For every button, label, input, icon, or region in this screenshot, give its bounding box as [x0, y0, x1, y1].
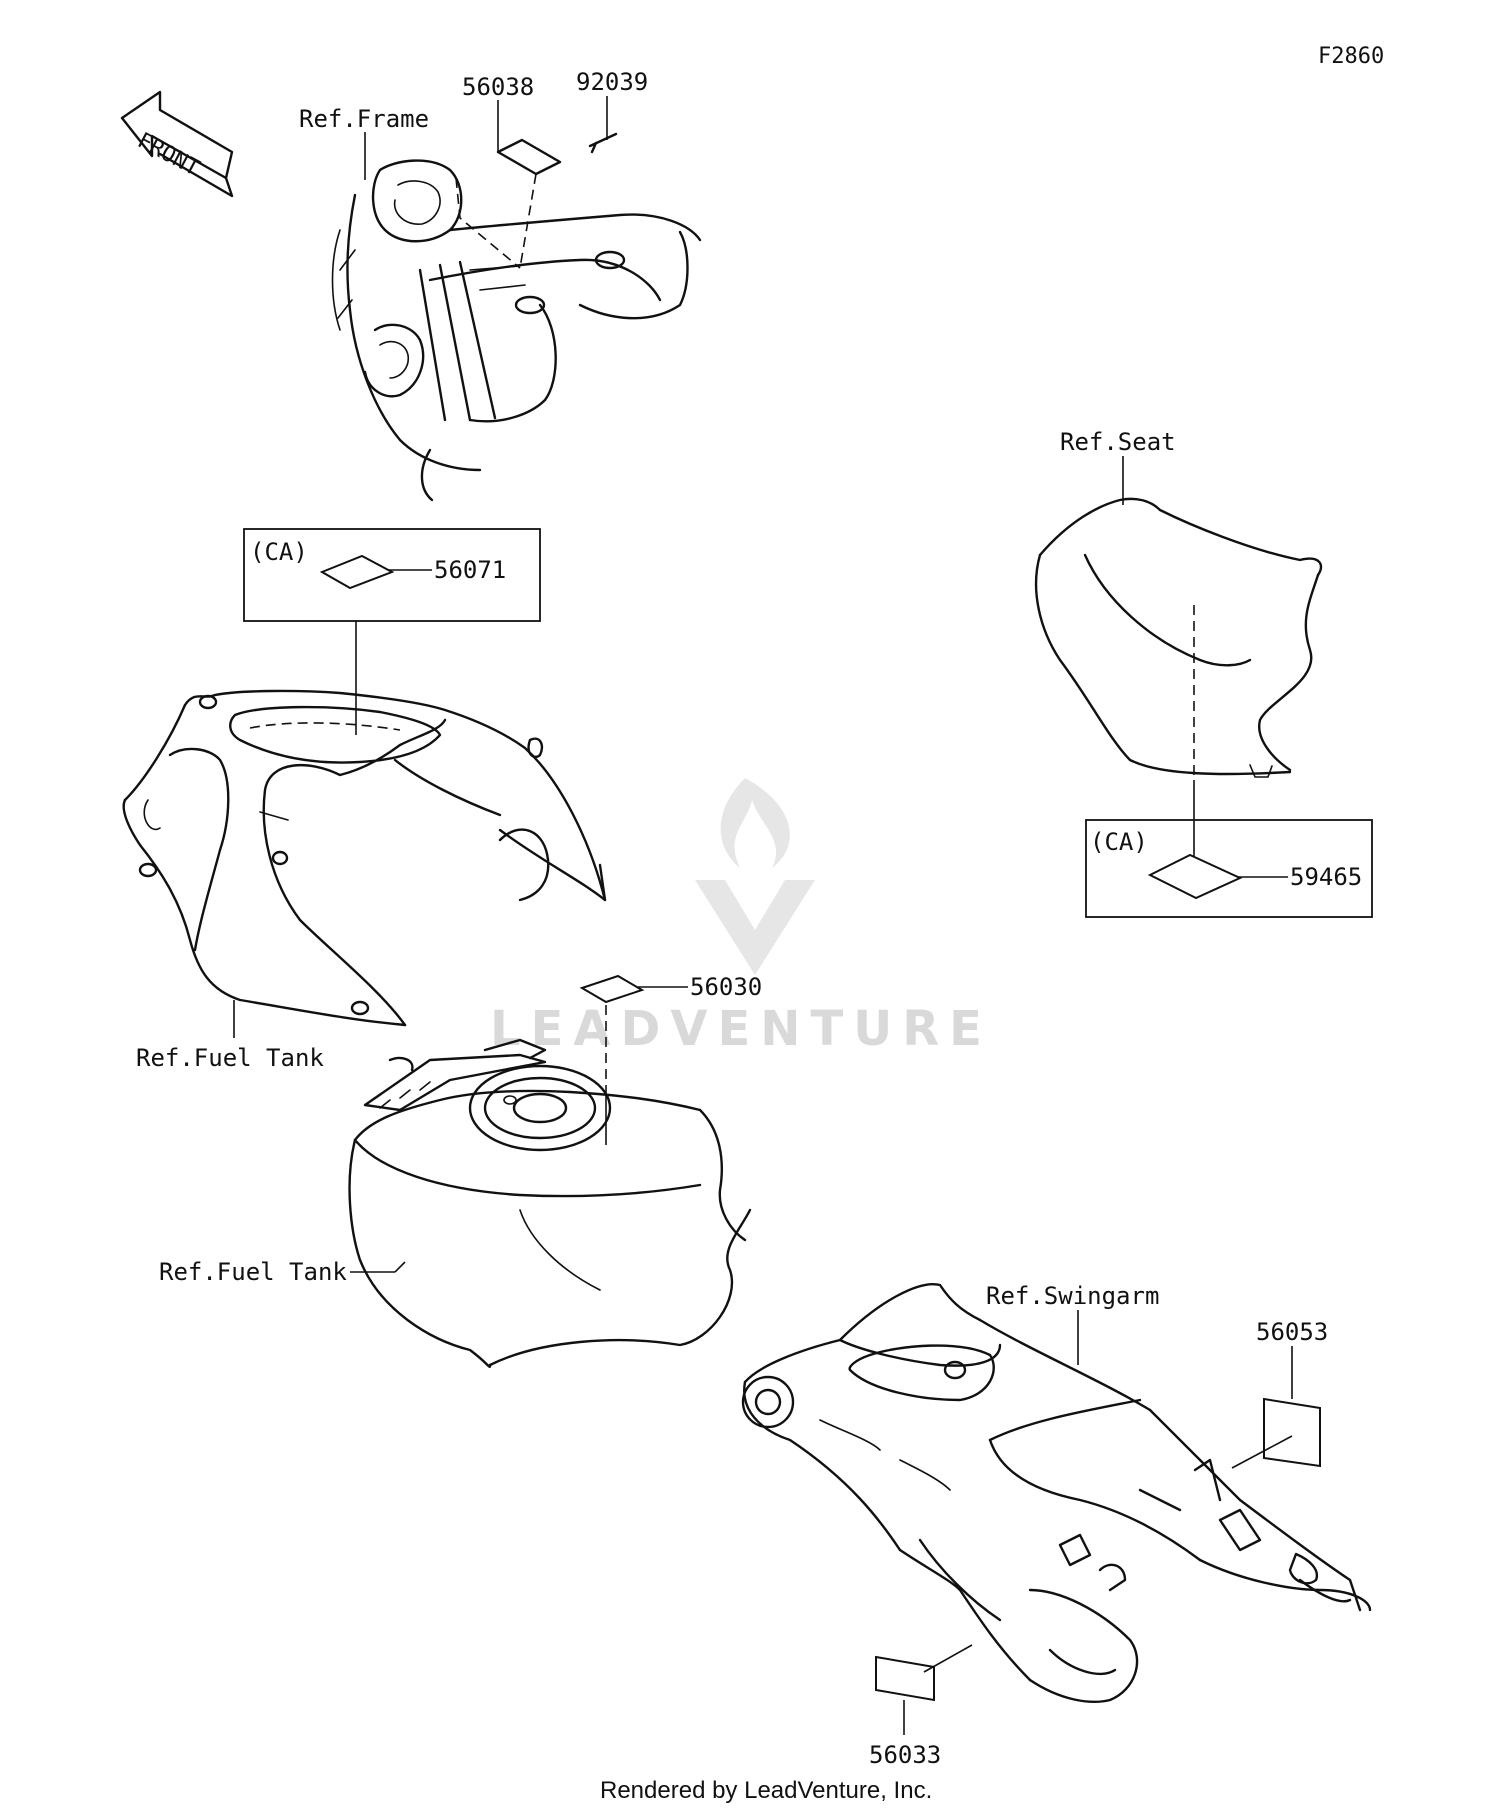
ca-box-59465-label: (CA)	[1090, 828, 1148, 856]
part-56071-label: 56071	[434, 556, 506, 584]
part-56033-sticker	[875, 1655, 935, 1702]
ref-seat-label: Ref.Seat	[1060, 428, 1176, 456]
part-56053-label: 56053	[1256, 1318, 1328, 1346]
ca-box-56071	[243, 528, 541, 622]
fuel-tank-drawing	[348, 1038, 752, 1369]
ref-fuel-tank-label: Ref.Fuel Tank	[159, 1258, 347, 1286]
part-92039-label: 92039	[576, 68, 648, 96]
part-92039-rivet	[588, 132, 618, 154]
swingarm-drawing	[741, 1283, 1372, 1703]
part-56053-sticker	[1263, 1397, 1321, 1468]
fuel-tank-cover-drawing	[122, 689, 607, 1027]
part-56071-sticker	[319, 554, 395, 590]
ca-box-59465	[1085, 819, 1373, 918]
part-56033-label: 56033	[869, 1741, 941, 1769]
front-arrow-icon: FRONT	[120, 90, 234, 198]
part-56038-sticker	[496, 138, 562, 176]
footer-credit: Rendered by LeadVenture, Inc.	[600, 1777, 932, 1804]
ref-frame-label: Ref.Frame	[299, 105, 429, 133]
ref-swingarm-label: Ref.Swingarm	[986, 1282, 1159, 1310]
ref-fuel-tank-cover-label: Ref.Fuel Tank	[136, 1044, 324, 1072]
part-56030-label: 56030	[690, 973, 762, 1001]
part-59465-sticker	[1147, 853, 1243, 900]
leadventure-watermark: LEADVENTURE	[490, 778, 992, 1057]
ca-box-56071-label: (CA)	[250, 538, 308, 566]
part-59465-label: 59465	[1290, 863, 1362, 891]
part-56030-sticker	[579, 974, 645, 1004]
frame-drawing	[331, 159, 702, 502]
part-56038-label: 56038	[462, 73, 534, 101]
front-arrow-label: FRONT	[133, 128, 203, 181]
seat-drawing	[1034, 497, 1323, 778]
watermark-text: LEADVENTURE	[490, 1001, 992, 1057]
diagram-code: F2860	[1318, 44, 1384, 69]
